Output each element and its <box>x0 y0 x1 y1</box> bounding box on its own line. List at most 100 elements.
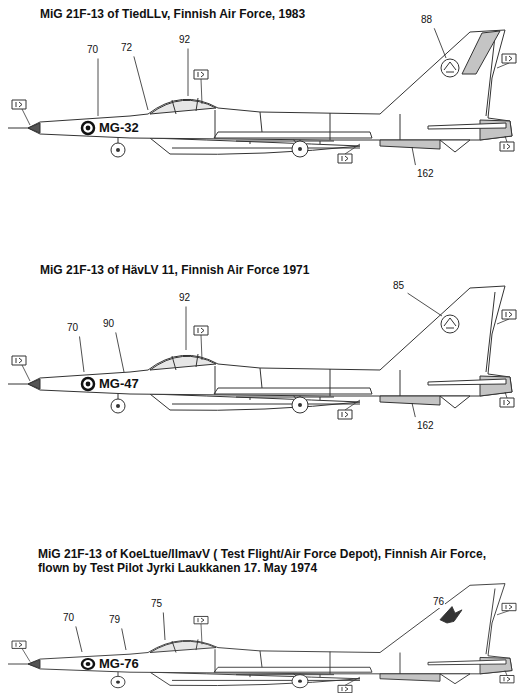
tank-seam <box>172 680 360 681</box>
leader-line <box>22 648 30 661</box>
profile-title: MiG 21F-13 of TiedLLv, Finnish Air Force… <box>40 8 305 22</box>
callout-number: 92 <box>178 292 191 304</box>
leader-line <box>134 56 148 110</box>
profile-title: MiG 21F-13 of HävLV 11, Finnish Air Forc… <box>40 264 309 278</box>
leader-line <box>201 335 202 360</box>
leader-line <box>98 59 99 117</box>
fin-stripe <box>462 31 500 74</box>
canopy-frame <box>172 354 198 370</box>
leader-line <box>408 293 442 316</box>
stencil-symbol <box>12 356 26 365</box>
stencil-symbol <box>12 641 26 648</box>
leader-line <box>163 612 165 640</box>
callout-number: 70 <box>66 322 79 334</box>
leader-line <box>505 392 507 398</box>
stencil-symbol <box>502 310 516 319</box>
wheel-hub <box>116 404 120 408</box>
pitot-tube <box>8 384 28 385</box>
wing <box>214 667 372 672</box>
tank-seam <box>172 404 360 405</box>
callout-number: 90 <box>102 318 115 330</box>
wheel-hub <box>116 680 120 683</box>
callout-number: 85 <box>392 280 405 292</box>
canopy <box>150 100 216 114</box>
callout-number: 70 <box>86 44 99 56</box>
registration-code: MG-32 <box>98 121 140 134</box>
stencil-symbol <box>194 326 208 335</box>
ventral-fin <box>440 140 470 152</box>
canopy-frame <box>172 639 198 652</box>
callout-number: 79 <box>108 614 121 626</box>
wheel <box>111 676 125 687</box>
leader-line <box>186 307 187 351</box>
leader-line <box>497 63 509 68</box>
canopy-frame <box>172 98 198 114</box>
callout-number: 162 <box>416 420 435 432</box>
unit-badge <box>440 607 462 623</box>
panel-line <box>215 36 495 140</box>
wheel-hub <box>298 680 302 683</box>
wheel <box>111 143 125 157</box>
callout-number: 88 <box>420 14 433 26</box>
roundel <box>82 378 94 390</box>
stencil-symbol <box>12 100 26 109</box>
stencil-symbol <box>338 410 352 419</box>
canopy <box>150 356 216 370</box>
roundel <box>82 659 94 669</box>
callout-number: 76 <box>432 596 445 608</box>
wheel <box>292 675 308 688</box>
aircraft-profile <box>8 30 516 163</box>
leader-line <box>188 49 189 97</box>
stencil-symbol <box>338 154 352 163</box>
missile-rail <box>236 675 334 677</box>
leader-line <box>497 611 509 615</box>
ventral-panel <box>380 140 440 149</box>
wing <box>214 388 372 394</box>
stencil-symbol <box>500 398 514 407</box>
unit-badge <box>441 315 459 333</box>
leader-line <box>345 400 360 410</box>
stencil-symbol <box>502 54 516 63</box>
stencil-symbol <box>194 616 208 623</box>
fuselage-outline <box>28 286 512 396</box>
leader-line <box>345 677 360 685</box>
roundel <box>82 122 94 134</box>
stencil-symbol <box>194 70 208 79</box>
wing <box>214 132 372 138</box>
stencil-symbol <box>502 603 516 610</box>
tailplane <box>428 660 506 665</box>
fuselage-outline <box>28 584 512 674</box>
leader-line <box>505 136 507 142</box>
roundel-centre <box>86 126 91 131</box>
canopy <box>150 641 216 652</box>
leader-line <box>412 147 415 165</box>
callout-number: 92 <box>178 34 191 46</box>
ventral-fin <box>440 674 470 684</box>
ventral-fin <box>440 396 470 408</box>
leader-line <box>505 671 507 676</box>
tank-seam <box>172 148 360 149</box>
leader-line <box>345 144 360 154</box>
leader-line <box>497 319 509 324</box>
unit-badge-emblem <box>444 62 456 72</box>
tailplane <box>428 123 506 129</box>
leader-line <box>201 624 202 645</box>
leader-line <box>412 403 415 417</box>
wheel-hub <box>298 147 302 151</box>
callout-number: 162 <box>416 168 435 180</box>
ventral-panel <box>380 396 440 405</box>
missile-rail <box>236 141 334 144</box>
fuselage-outline <box>28 30 512 140</box>
wheel <box>292 141 308 157</box>
unit-badge <box>441 59 459 77</box>
leader-line <box>122 628 126 650</box>
panel-line <box>215 589 495 674</box>
leader-line <box>80 336 84 372</box>
wheel <box>111 399 125 413</box>
registration-code: MG-76 <box>98 657 140 670</box>
stencil-symbol <box>500 675 514 682</box>
profile-title: MiG 21F-13 of KoeLtue/IlmavV ( Test Flig… <box>38 548 516 576</box>
leader-line <box>76 626 82 652</box>
